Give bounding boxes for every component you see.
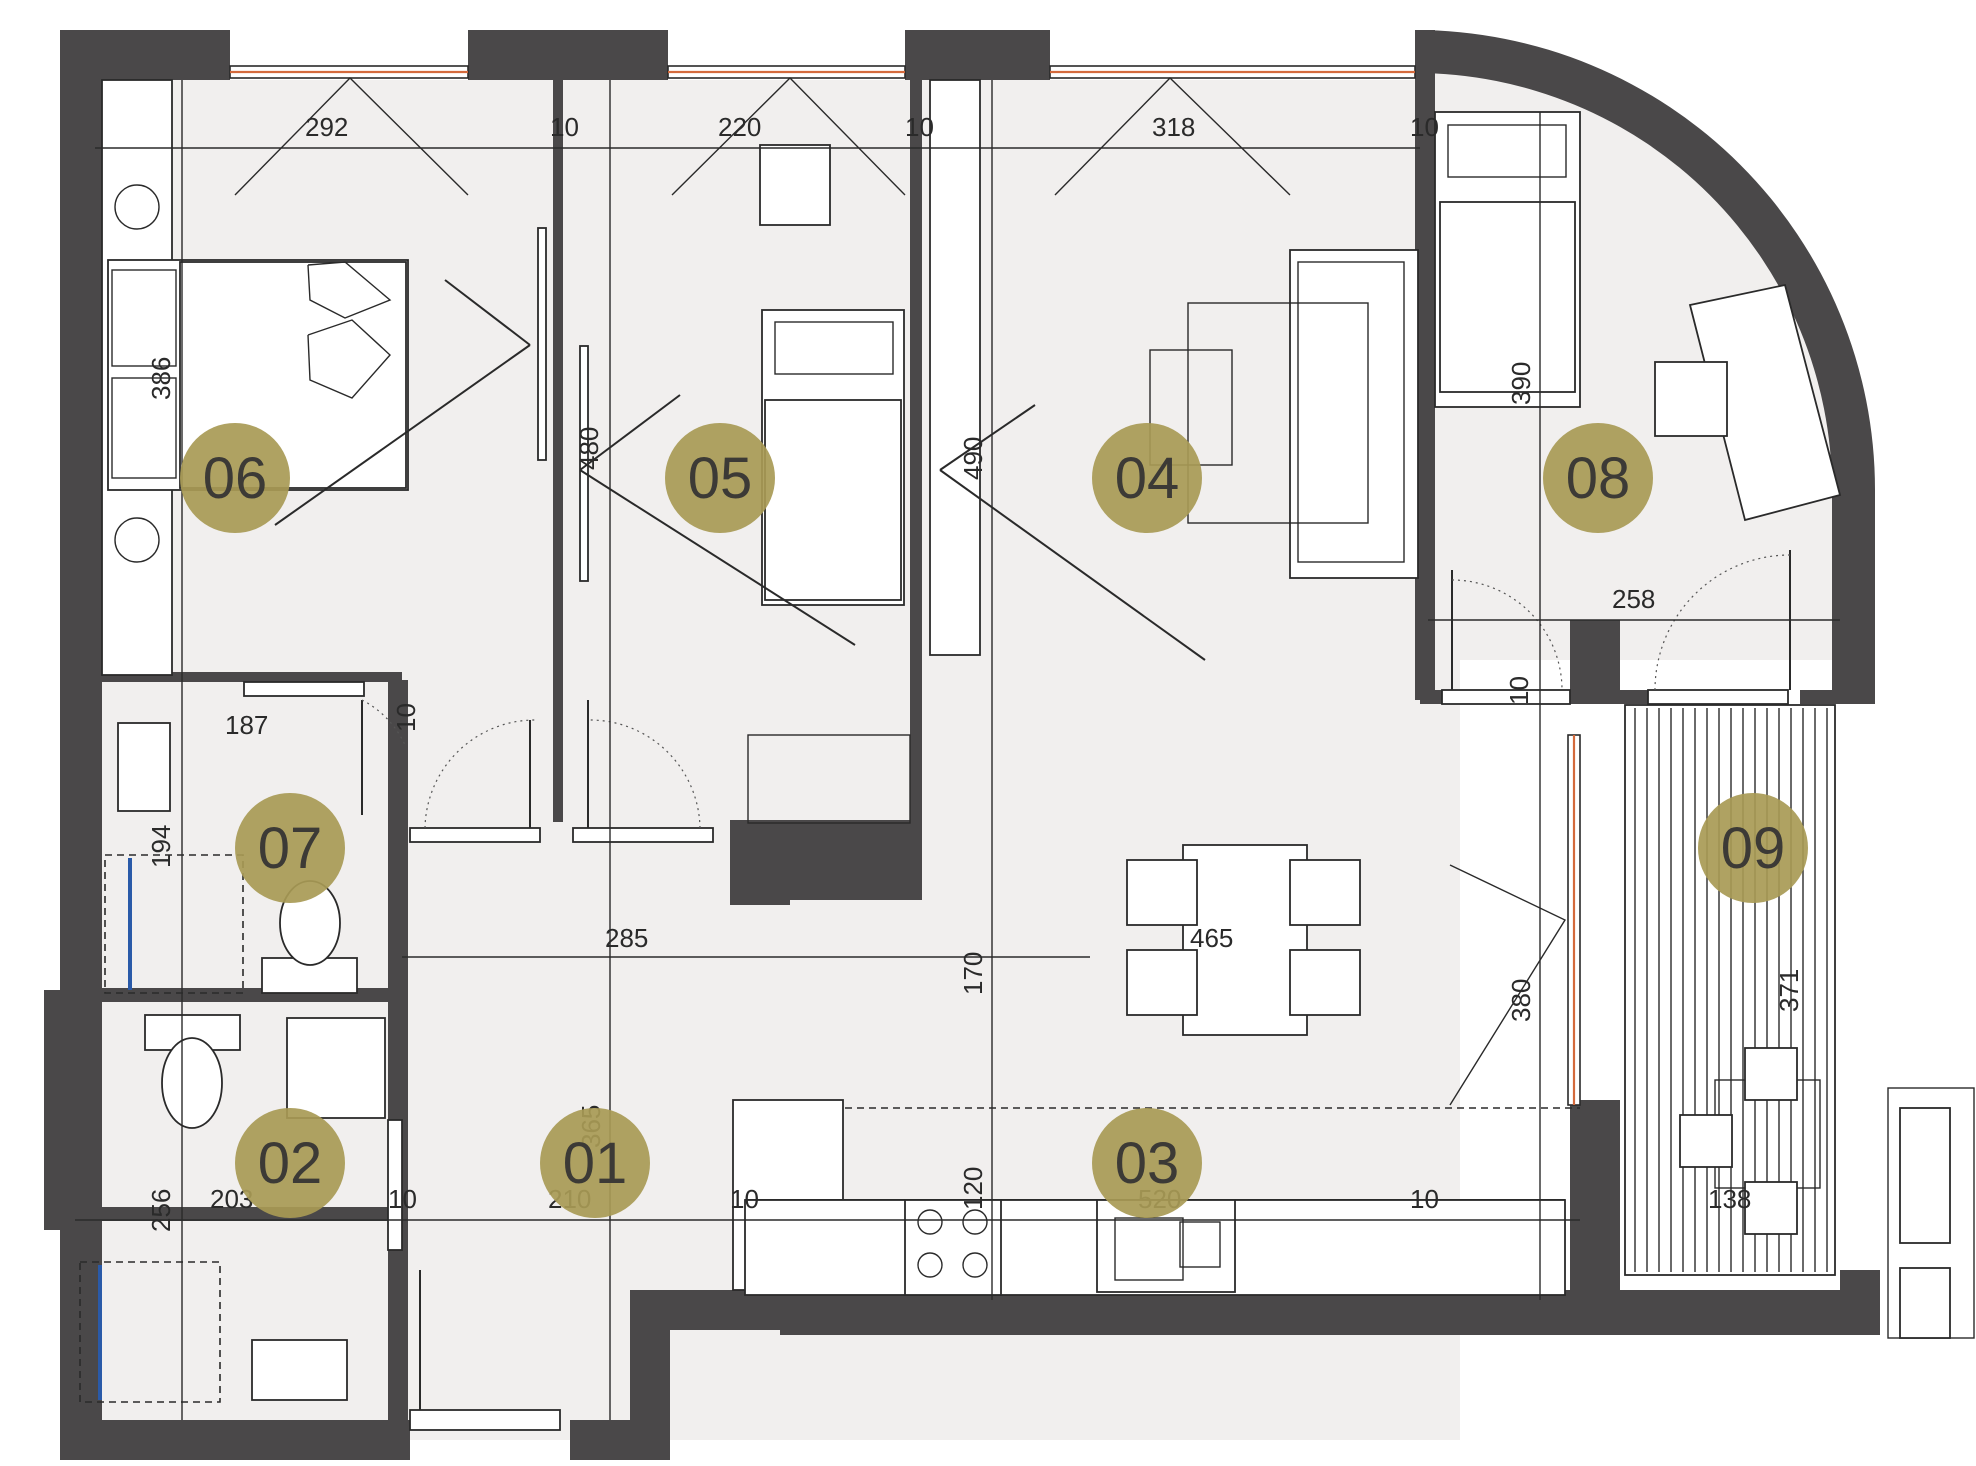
doors xyxy=(243,79,1791,1431)
dim-label: 10 xyxy=(730,1184,759,1214)
dim-label: 10 xyxy=(1504,676,1534,705)
room-badge-09: 09 xyxy=(1698,793,1808,903)
dim-label: 390 xyxy=(1506,362,1536,405)
dim-label: 371 xyxy=(1774,969,1804,1012)
dim-label: 10 xyxy=(1410,112,1439,142)
dim-label: 258 xyxy=(1612,584,1655,614)
room-badge-07: 07 xyxy=(235,793,345,903)
room-label: 01 xyxy=(563,1131,628,1196)
dim-label: 318 xyxy=(1152,112,1195,142)
room-badge-05: 05 xyxy=(665,423,775,533)
dim-label: 220 xyxy=(718,112,761,142)
dim-label: 138 xyxy=(1708,1184,1751,1214)
dim-label: 285 xyxy=(605,923,648,953)
dim-label: 187 xyxy=(225,710,268,740)
room-label: 06 xyxy=(203,446,268,511)
room-label: 04 xyxy=(1115,446,1180,511)
room-badges: 06 05 04 08 07 09 02 01 xyxy=(180,423,1808,1218)
dim-label: 490 xyxy=(958,437,988,480)
dim-label: 292 xyxy=(305,112,348,142)
room-label: 03 xyxy=(1115,1131,1180,1196)
room-badge-01: 01 xyxy=(540,1108,650,1218)
dim-label: 10 xyxy=(1410,1184,1439,1214)
room-badge-02: 02 xyxy=(235,1108,345,1218)
dimension-lines xyxy=(75,80,1840,1420)
room-label: 07 xyxy=(258,816,323,881)
room-badge-06: 06 xyxy=(180,423,290,533)
dim-label: 386 xyxy=(146,357,176,400)
dim-label: 194 xyxy=(146,825,176,868)
walls xyxy=(44,30,1880,1460)
dim-label: 170 xyxy=(958,952,988,995)
dim-label: 10 xyxy=(550,112,579,142)
room-label: 09 xyxy=(1721,816,1786,881)
room-label: 05 xyxy=(688,446,753,511)
dim-label: 256 xyxy=(146,1189,176,1232)
room-label: 08 xyxy=(1566,446,1631,511)
dim-label: 120 xyxy=(958,1167,988,1210)
room-badge-04: 04 xyxy=(1092,423,1202,533)
dim-label: 465 xyxy=(1190,923,1233,953)
room-badge-08: 08 xyxy=(1543,423,1653,533)
windows xyxy=(229,65,1581,1106)
room-badge-03: 03 xyxy=(1092,1108,1202,1218)
dim-label: 10 xyxy=(905,112,934,142)
room-label: 02 xyxy=(258,1131,323,1196)
dim-label: 10 xyxy=(388,1184,417,1214)
dim-label: 480 xyxy=(574,427,604,470)
dim-label: 10 xyxy=(391,703,421,732)
dim-label: 380 xyxy=(1506,979,1536,1022)
furniture xyxy=(79,79,1842,1403)
balcony xyxy=(1624,704,1975,1339)
